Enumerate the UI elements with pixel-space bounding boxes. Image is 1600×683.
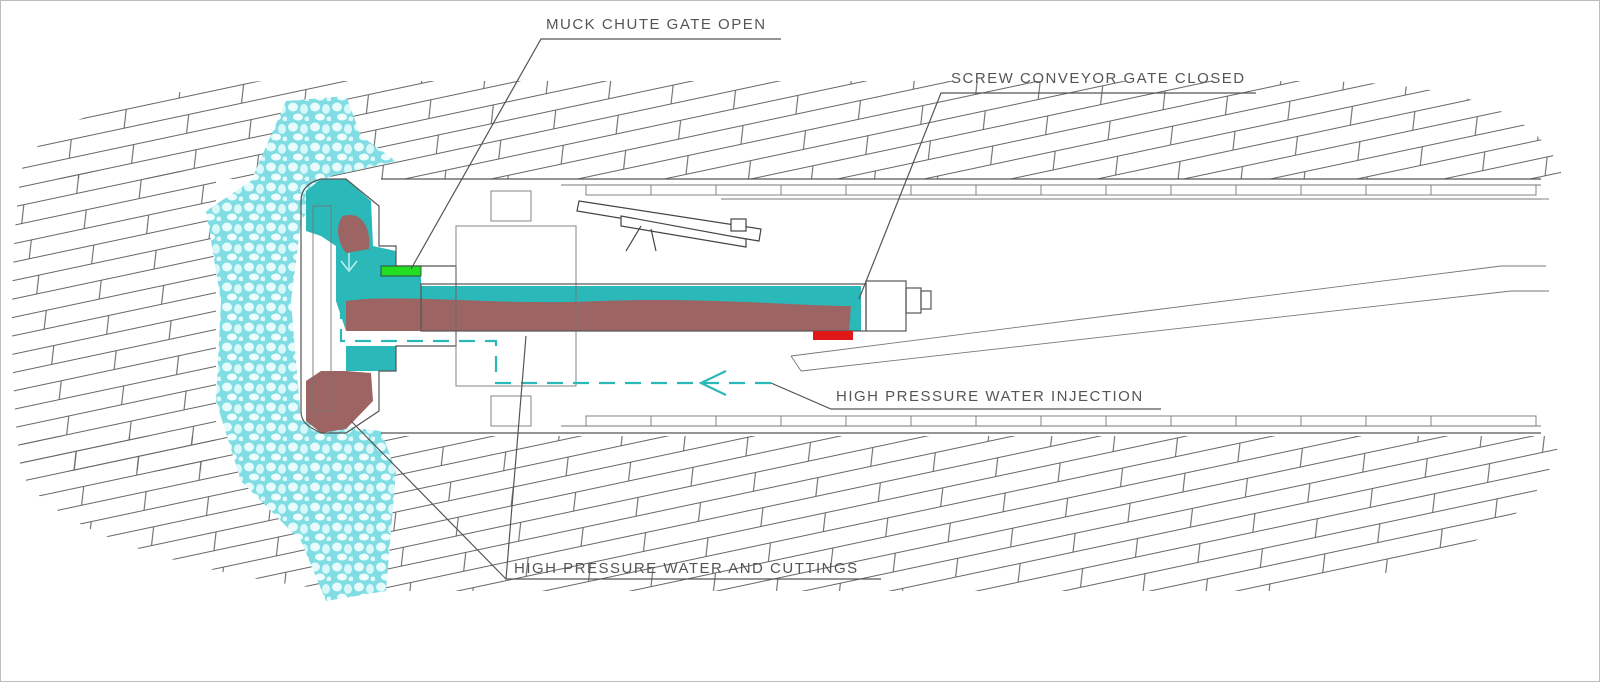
down-arrow-icon xyxy=(340,253,358,273)
leader-muck-chute xyxy=(410,38,781,270)
belt-conveyor xyxy=(790,265,1549,372)
segment-erector xyxy=(576,200,762,252)
shield-joint-top xyxy=(490,190,532,222)
cuttings-in-conveyor xyxy=(346,298,851,331)
rock-stratum-top xyxy=(21,81,1561,179)
leader-water-injection xyxy=(770,382,1161,410)
screw-conveyor-drive xyxy=(865,280,932,332)
segment-joints-top xyxy=(585,184,1537,196)
leader-water-cuttings xyxy=(350,335,881,580)
lower-chamber-water xyxy=(346,346,396,371)
callout-water-injection: HIGH PRESSURE WATER INJECTION xyxy=(836,388,1144,405)
rock-left-face xyxy=(12,171,216,471)
segment-joints-bottom xyxy=(585,415,1537,427)
excavation-chamber-water xyxy=(306,179,861,331)
callout-water-cuttings: HIGH PRESSURE WATER AND CUTTINGS xyxy=(514,560,859,577)
cuttings-bottom-chamber xyxy=(306,371,373,433)
bulkhead xyxy=(455,225,577,387)
leader-screw-gate xyxy=(858,92,1256,300)
saturated-gravel-zone xyxy=(206,96,396,601)
water-injection-flow xyxy=(339,311,771,385)
cutter-disc xyxy=(312,205,332,412)
cutterhead-outline xyxy=(300,178,457,434)
callout-muck-chute-gate: MUCK CHUTE GATE OPEN xyxy=(546,16,767,33)
rock-stratum-bottom xyxy=(21,436,1561,591)
muck-chute-gate-open xyxy=(380,265,422,277)
screw-conveyor-gate-closed xyxy=(813,331,853,340)
flow-arrow-icon xyxy=(698,370,727,396)
shield-joint-bottom xyxy=(490,395,532,427)
cuttings-top-chamber xyxy=(338,215,370,253)
callout-screw-conveyor-gate: SCREW CONVEYOR GATE CLOSED xyxy=(951,70,1246,87)
